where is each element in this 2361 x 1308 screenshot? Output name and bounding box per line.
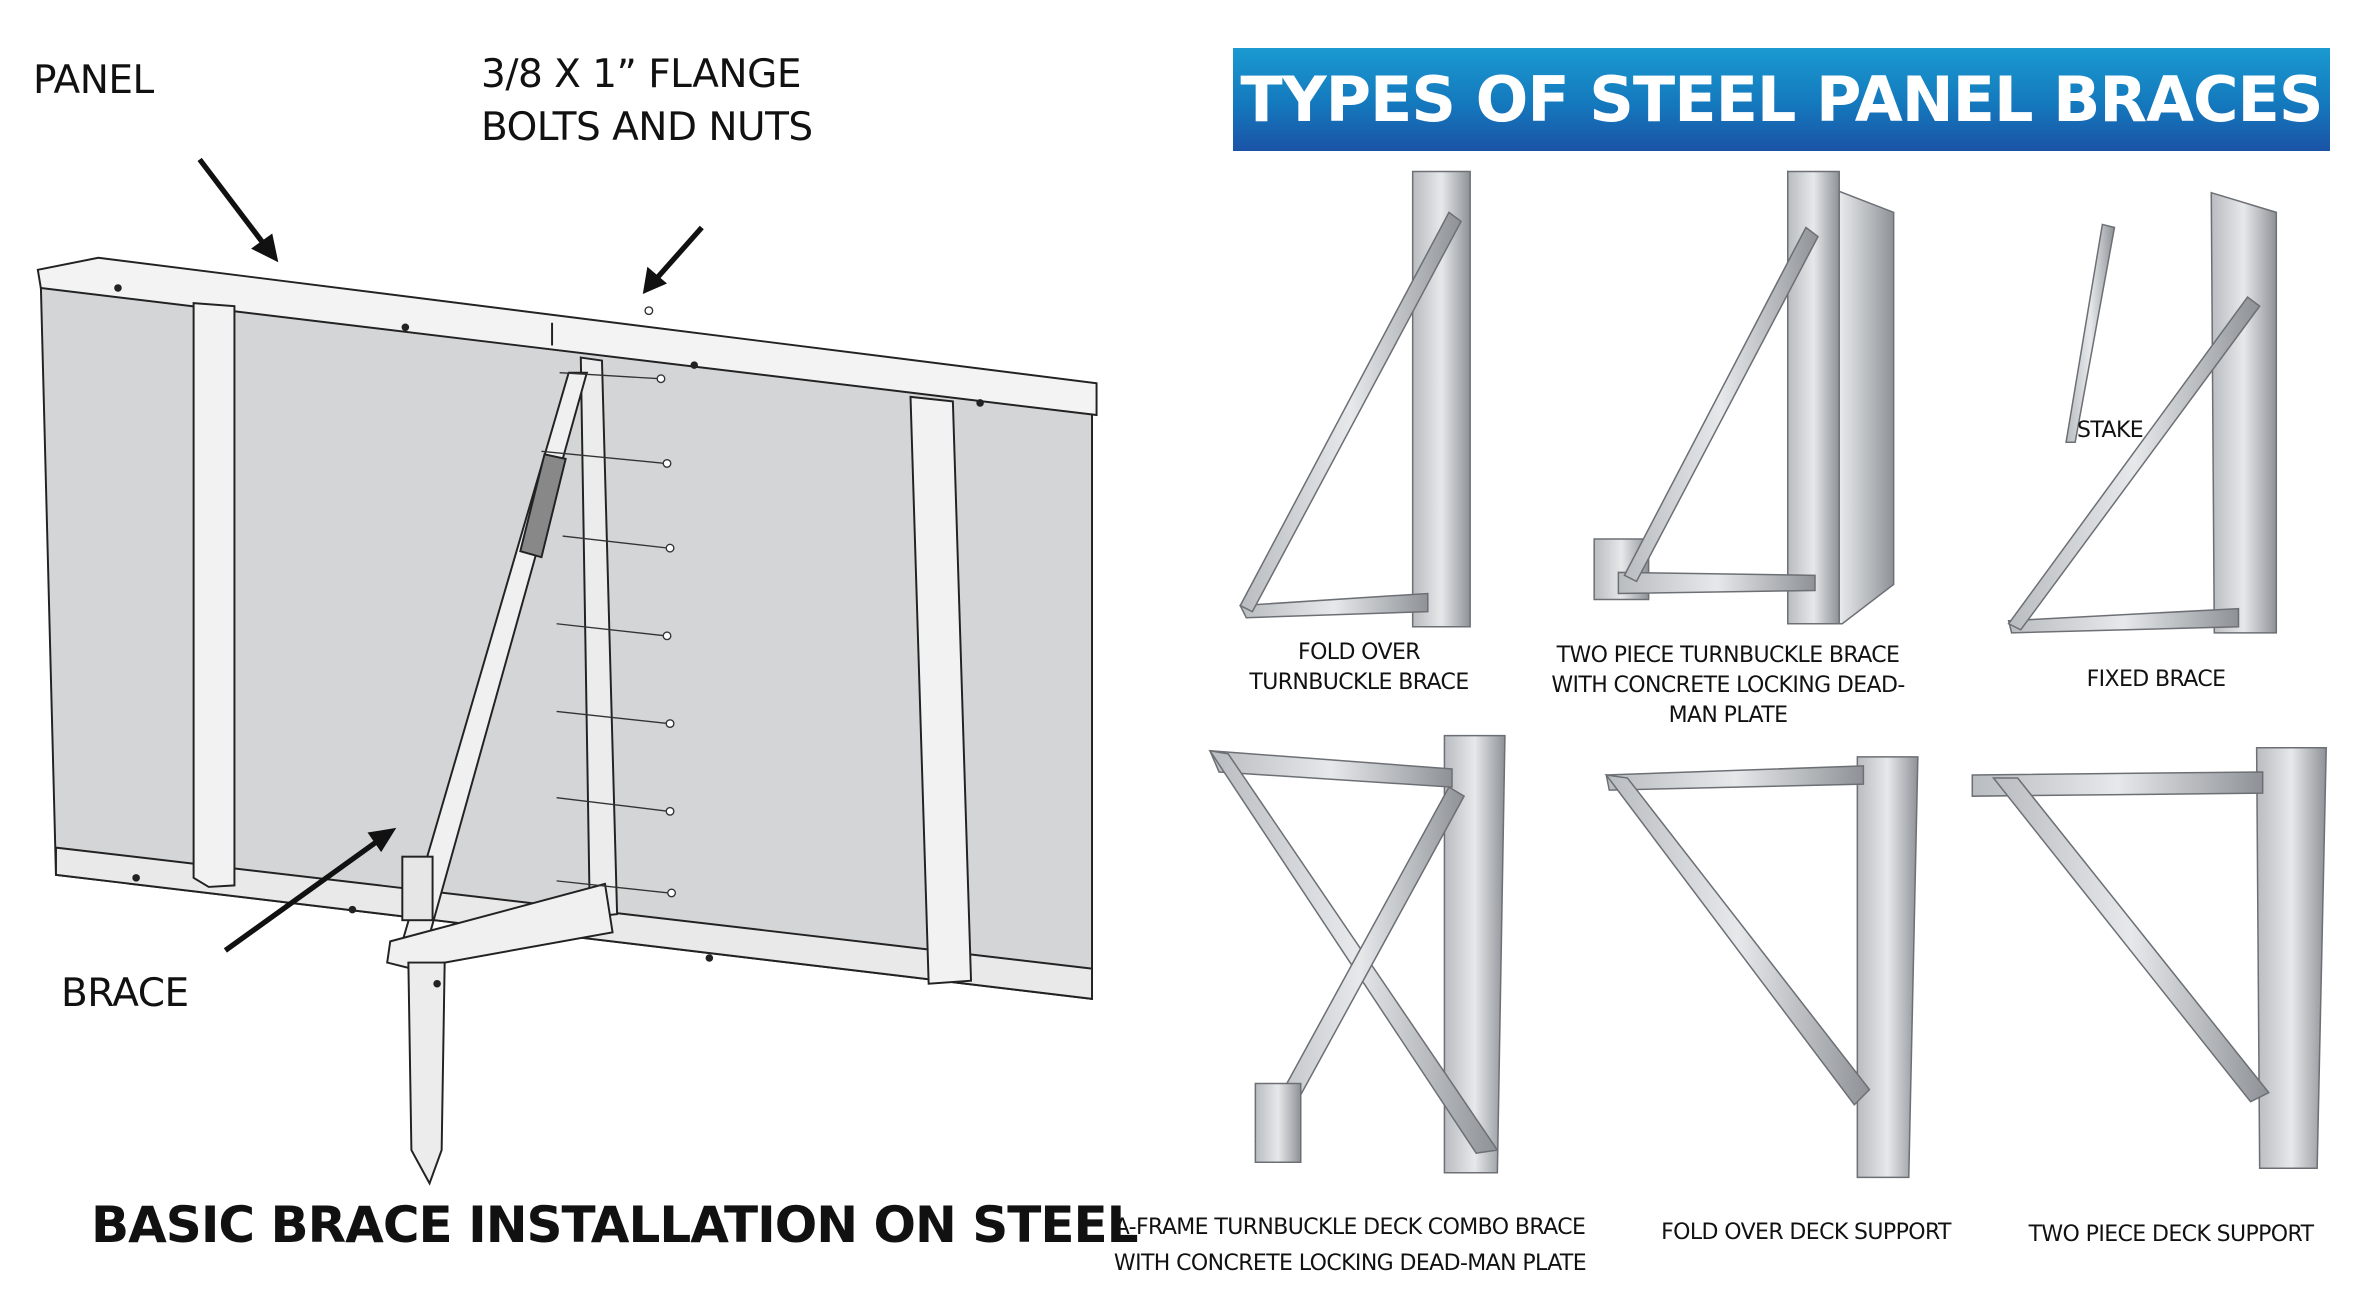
caption-line: TWO PIECE DECK SUPPORT: [2028, 1222, 2314, 1247]
panel-post-right: [909, 395, 973, 985]
photo-fold-over-turnbuckle-brace: [1239, 170, 1471, 628]
caption-fold-over-turnbuckle: FOLD OVER TURNBUCKLE BRACE: [1249, 638, 1469, 698]
label-bolts-line2: BOLTS AND NUTS: [481, 105, 813, 150]
stake-label: STAKE: [2077, 418, 2144, 443]
photo-two-piece-turnbuckle-brace: [1593, 170, 1895, 625]
caption-a-frame: A-FRAME TURNBUCKLE DECK COMBO BRACE WITH…: [1113, 1210, 1587, 1282]
catalog-banner: TYPES OF STEEL PANEL BRACES: [1233, 48, 2330, 151]
caption-line: FIXED BRACE: [2086, 667, 2226, 692]
caption-line: TURNBUCKLE BRACE: [1249, 670, 1469, 695]
caption-line: WITH CONCRETE LOCKING DEAD-MAN PLATE: [1113, 1251, 1587, 1276]
arrows: [197, 157, 704, 953]
arrow-bolts: [652, 225, 704, 283]
panel-post-left: [192, 302, 236, 888]
caption-two-piece-turnbuckle: TWO PIECE TURNBUCKLE BRACE WITH CONCRETE…: [1551, 641, 1905, 731]
label-bolts-line1: 3/8 X 1” FLANGE: [481, 52, 801, 97]
caption-line: FOLD OVER DECK SUPPORT: [1661, 1220, 1951, 1245]
label-brace: BRACE: [61, 971, 189, 1016]
top-rail: [36, 256, 1098, 417]
label-panel: PANEL: [33, 58, 154, 103]
caption-line: A-FRAME TURNBUCKLE DECK COMBO BRACE: [1114, 1215, 1586, 1240]
stake: [407, 961, 446, 1186]
caption-line: FOLD OVER: [1298, 640, 1421, 665]
diagram-title: BASIC BRACE INSTALLATION ON STEEL: [91, 1196, 1139, 1254]
caption-two-piece-deck: TWO PIECE DECK SUPPORT: [2029, 1220, 2314, 1250]
panel-post-center: [579, 356, 619, 919]
arrow-panel: [197, 157, 269, 249]
caption-fold-over-deck: FOLD OVER DECK SUPPORT: [1661, 1218, 1951, 1248]
photo-two-piece-deck-support: [1971, 747, 2327, 1170]
brace-foot: [386, 882, 614, 970]
panel-diagram: [36, 256, 1098, 1186]
caption-line: MAN PLATE: [1668, 703, 1788, 728]
caption-fixed-brace: FIXED BRACE: [2087, 665, 2226, 695]
arrow-brace: [223, 836, 383, 953]
photo-fold-over-deck-support: [1604, 756, 1919, 1179]
caption-line: WITH CONCRETE LOCKING DEAD-: [1551, 673, 1905, 698]
photo-a-frame-combo-brace: [1208, 734, 1506, 1174]
catalog-title: TYPES OF STEEL PANEL BRACES: [1240, 63, 2323, 136]
photo-fixed-brace: [2007, 191, 2278, 634]
turnbuckle: [519, 453, 567, 559]
caption-line: TWO PIECE TURNBUCKLE BRACE: [1556, 643, 1900, 668]
